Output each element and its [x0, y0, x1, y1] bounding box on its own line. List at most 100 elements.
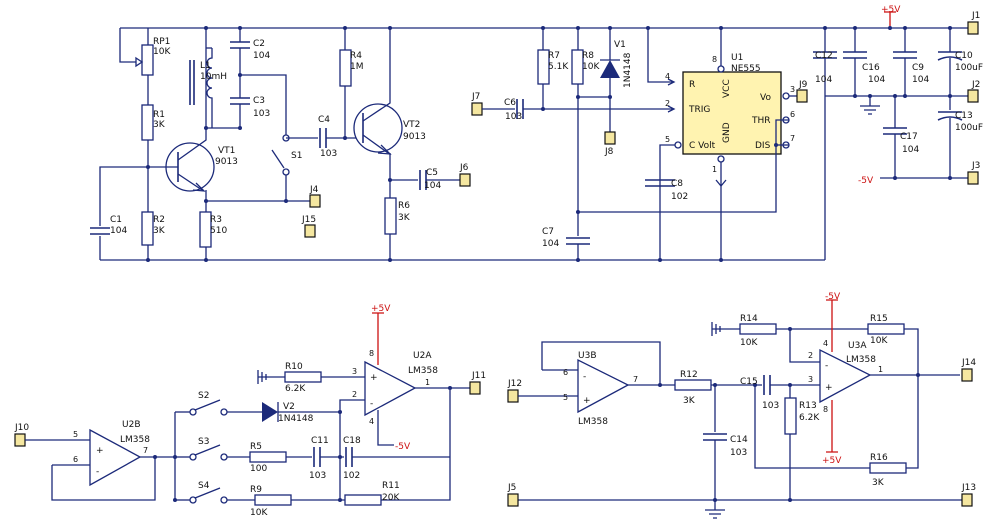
u3a-pin8: 8 [823, 405, 828, 414]
value-c5: 104 [424, 181, 441, 191]
terminal-j5[interactable] [507, 493, 519, 507]
value-c8: 102 [671, 192, 688, 202]
pin-num-4: 4 [665, 72, 670, 81]
terminal-j9[interactable] [796, 89, 808, 103]
label-j1: J1 [971, 11, 980, 21]
u3a-pin2: 2 [808, 351, 813, 360]
label-v1: V1 [614, 40, 626, 50]
label-v2: V2 [283, 402, 295, 412]
value-r13: 6.2K [799, 413, 820, 423]
label-c7: C7 [542, 227, 554, 237]
label-s3: S3 [198, 437, 209, 447]
label-j15: J15 [301, 215, 316, 225]
value-r12: 3K [683, 396, 696, 406]
label-s1: S1 [291, 151, 302, 161]
value-c14: 103 [730, 448, 747, 458]
label-s4: S4 [198, 481, 210, 491]
label-r8: R8 [582, 51, 594, 61]
label-minus5v-u2: -5V [395, 442, 411, 452]
label-j4: J4 [309, 185, 319, 195]
label-minus5v-u3: -5V [825, 292, 841, 302]
u2a-pin2: 2 [352, 390, 357, 399]
u2b-pin5: 5 [73, 430, 78, 439]
terminal-j2[interactable] [967, 89, 979, 103]
label-c14: C14 [730, 435, 748, 445]
value-rp1: 10K [153, 47, 171, 57]
label-c12: C12 [815, 51, 833, 61]
component-labels: RP1 10K L1 10mH C2 104 C3 103 R1 3K VT1 … [14, 5, 983, 518]
pin-num-6: 6 [790, 110, 795, 119]
label-r16: R16 [870, 453, 888, 463]
timer-section [471, 26, 808, 262]
label-j13: J13 [961, 483, 976, 493]
label-r13: R13 [799, 401, 817, 411]
value-r1: 3K [153, 120, 166, 130]
label-r7: R7 [548, 51, 560, 61]
label-r1: R1 [153, 110, 165, 120]
label-c16: C16 [862, 63, 880, 73]
terminal-j7[interactable] [471, 102, 483, 116]
pin-trig: TRIG [688, 105, 710, 115]
pin-num-5: 5 [665, 135, 670, 144]
label-r5: R5 [250, 442, 262, 452]
label-c10: C10 [955, 51, 973, 61]
value-c12: 104 [815, 75, 832, 85]
u2b-minus: - [96, 467, 99, 477]
u3a-plus: + [825, 383, 833, 393]
label-u3a: U3A [848, 341, 867, 351]
pin-num-7: 7 [790, 134, 795, 143]
label-c15: C15 [740, 377, 758, 387]
value-c15: 103 [762, 401, 779, 411]
terminal-j11[interactable] [469, 381, 481, 395]
value-r16: 3K [872, 478, 885, 488]
label-r6: R6 [398, 201, 410, 211]
label-j9: J9 [798, 80, 808, 90]
value-r15: 10K [870, 336, 888, 346]
label-j5: J5 [507, 483, 516, 493]
label-vt2: VT2 [403, 120, 420, 130]
label-r12: R12 [680, 370, 698, 380]
label-j6: J6 [459, 163, 469, 173]
value-u1: NE555 [731, 64, 761, 74]
value-r8: 10K [582, 62, 600, 72]
u2a-pin4: 4 [369, 417, 374, 426]
terminal-j3[interactable] [967, 171, 979, 185]
terminal-j14[interactable] [961, 368, 973, 382]
label-c2: C2 [253, 39, 265, 49]
value-c6: 103 [505, 112, 522, 122]
label-plus5v-u2: +5V [371, 304, 391, 314]
value-vt2: 9013 [403, 132, 426, 142]
value-r6: 3K [398, 213, 411, 223]
terminal-j15[interactable] [304, 224, 316, 238]
label-c11: C11 [311, 436, 329, 446]
u3b-minus: - [583, 372, 586, 382]
terminal-j8[interactable] [604, 131, 616, 145]
terminal-j13[interactable] [961, 493, 973, 507]
terminal-j10[interactable] [14, 433, 26, 447]
value-r7: 5.1K [548, 62, 569, 72]
label-c3: C3 [253, 96, 265, 106]
value-r14: 10K [740, 338, 758, 348]
terminal-j6[interactable] [459, 173, 471, 187]
u2a-pin3: 3 [352, 367, 357, 376]
label-c18: C18 [343, 436, 361, 446]
pin-r: R [689, 80, 695, 90]
terminal-j1[interactable] [967, 21, 979, 35]
value-c4: 103 [320, 149, 337, 159]
label-r15: R15 [870, 314, 888, 324]
label-r4: R4 [350, 51, 362, 61]
u3a-pin1: 1 [878, 365, 883, 374]
label-c6: C6 [504, 98, 516, 108]
label-c8: C8 [671, 179, 683, 189]
terminal-j12[interactable] [507, 389, 519, 403]
u3a-pin3: 3 [808, 375, 813, 384]
pin-vo: Vo [760, 93, 771, 103]
value-c16: 104 [868, 75, 885, 85]
u2b-plus: + [96, 446, 104, 456]
u2a-plus: + [370, 373, 378, 383]
terminal-j4[interactable] [309, 194, 321, 208]
value-c7: 104 [542, 239, 559, 249]
label-j2: J2 [971, 80, 980, 90]
value-u2b: LM358 [120, 435, 150, 445]
label-vt1: VT1 [218, 146, 235, 156]
